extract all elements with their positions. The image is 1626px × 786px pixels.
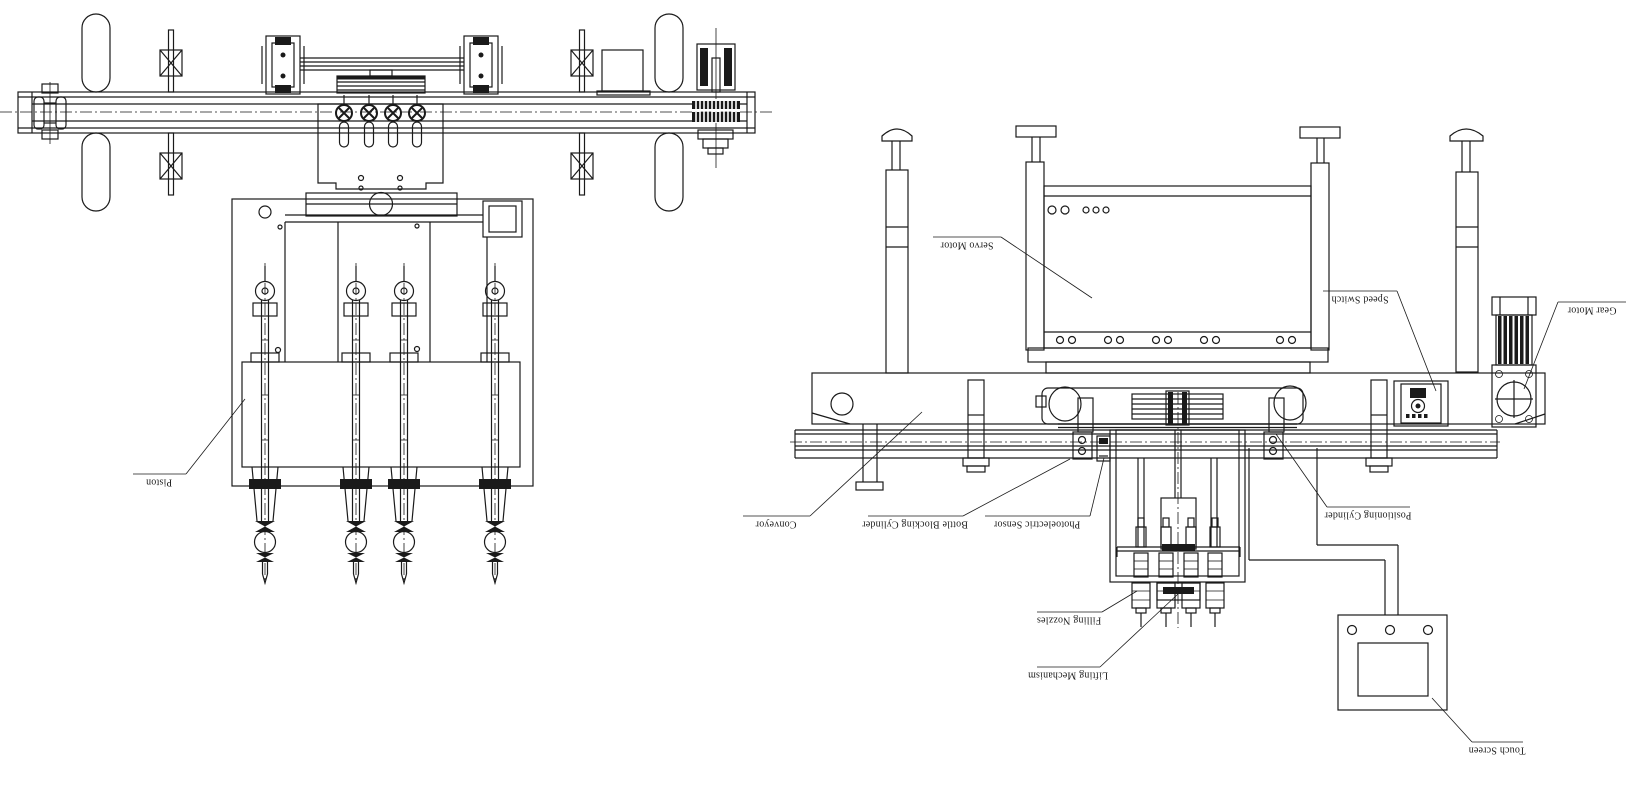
bottle-blocking-cylinder-left (1072, 397, 1094, 460)
touch-screen-label-text: Touch Screen (1469, 745, 1526, 756)
label-conveyor: Conveyor (743, 411, 923, 530)
positioning-cylinder-label-text: Positioning Cylinder (1324, 510, 1412, 521)
label-touch-screen: Touch Screen (1431, 697, 1526, 756)
label-photoelectric-sensor: Photoelectric Sensor (985, 457, 1105, 530)
left-view-plan: Piston (0, 13, 772, 585)
tank-support-column-right (1299, 126, 1341, 351)
piston-label-text: Piston (146, 477, 172, 488)
machine-feet (855, 379, 1393, 491)
cross-feed-gantry (261, 35, 503, 95)
touch-screen-unit (1337, 614, 1448, 711)
junction-box (596, 49, 651, 96)
tank-elevation (1027, 185, 1329, 374)
slide-unit (1131, 390, 1224, 426)
machine-body-plan (231, 198, 534, 487)
label-servo-motor: Servo Motor (933, 236, 1093, 299)
drive-motor-plan (696, 28, 736, 168)
nozzle-carriage (317, 94, 444, 191)
label-positioning-cylinder: Positioning Cylinder (1275, 433, 1412, 521)
label-piston: Piston (133, 398, 246, 488)
piston-assemblies (248, 262, 512, 585)
lifting-column-right (1449, 128, 1484, 373)
lifting-column-left (881, 128, 913, 374)
tank-support-column-left (1015, 125, 1057, 351)
bottle-blocking-cylinder-label-text: Bottle Blocking Cylinder (862, 519, 968, 530)
gear-motor-label-text: Gear Motor (1567, 305, 1616, 316)
gear-motor-unit (1491, 296, 1537, 428)
drive-rollers (1035, 385, 1307, 429)
label-speed-switch: Speed Switch (1323, 290, 1437, 392)
chain-sprocket (692, 99, 740, 155)
lifting-mechanism-label-text: Lifting Mechanism (1028, 670, 1108, 681)
filling-nozzles-label-text: Filling Nozzles (1037, 615, 1101, 626)
conveyor-beam-plan (0, 91, 772, 134)
mounting-plate (305, 191, 458, 217)
piston-tank (241, 345, 521, 468)
idler-pulley (33, 82, 67, 144)
filling-nozzle-row (1131, 517, 1225, 628)
speed-switch-label-text: Speed Switch (1331, 294, 1388, 305)
positioning-cylinder-unit (1263, 397, 1285, 460)
label-bottle-blocking-cylinder: Bottle Blocking Cylinder (862, 458, 1071, 530)
photoelectric-sensor-label-text: Photoelectric Sensor (993, 519, 1080, 530)
label-gear-motor: Gear Motor (1523, 301, 1626, 390)
photoelectric-sensor-unit (1096, 435, 1111, 462)
conveyor-label-text: Conveyor (755, 519, 797, 530)
conveyor-rails (790, 429, 1500, 459)
speed-switch-unit (1393, 380, 1449, 427)
label-filling-nozzles: Filling Nozzles (1037, 590, 1138, 626)
right-view-elevation: Servo Motor Speed Switch Gear Motor Conv… (743, 125, 1626, 756)
touch-screen-arm (1248, 448, 1399, 615)
machine-legs-plan (81, 13, 684, 212)
label-lifting-mechanism: Lifting Mechanism (1028, 593, 1179, 681)
servo-motor-label-text: Servo Motor (940, 240, 994, 251)
